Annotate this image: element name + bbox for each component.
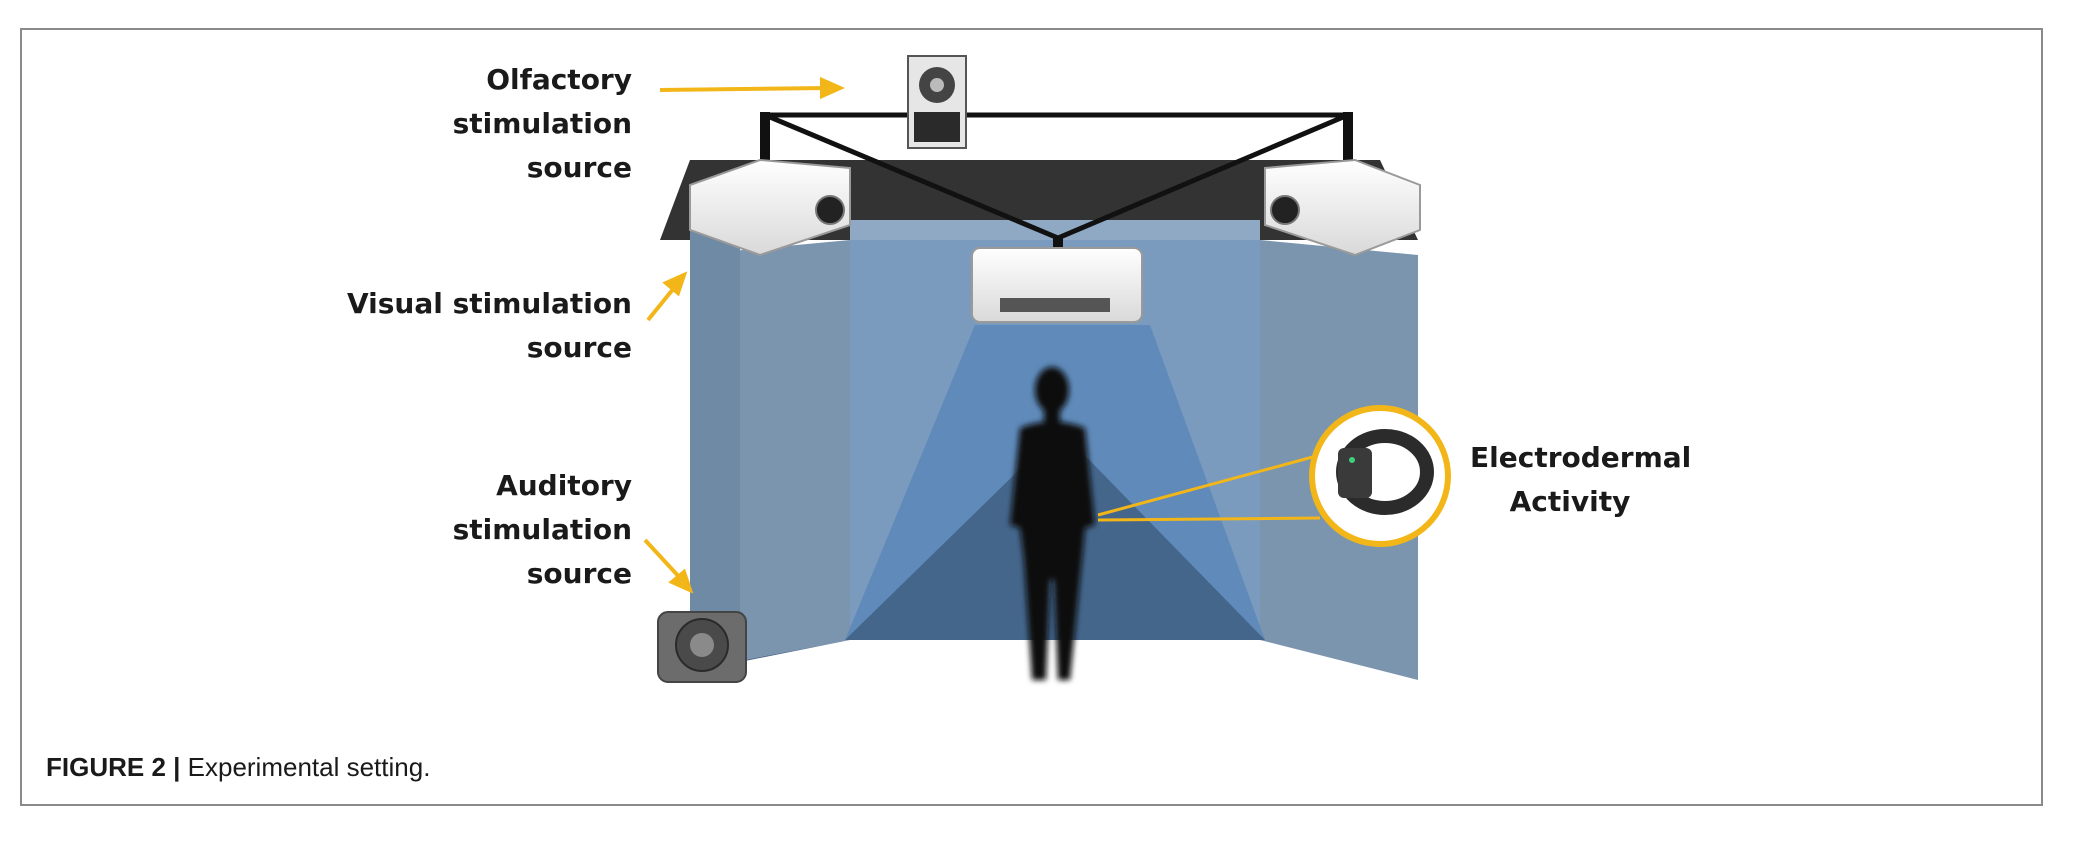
olfactory-label: Olfactory stimulation source	[430, 58, 632, 190]
olfactory-label-line-3: source	[526, 151, 632, 184]
olfactory-label-line-1: Olfactory	[486, 63, 632, 96]
olfactory-label-line-2: stimulation	[452, 107, 632, 140]
eda-label-line-1: Electrodermal	[1470, 441, 1692, 474]
eda-label-line-2: Activity	[1509, 485, 1631, 518]
visual-label: Visual stimulation source	[330, 282, 632, 370]
olfactory-arrow	[659, 86, 831, 92]
projector-icon	[689, 158, 851, 257]
olfactometer-icon	[907, 55, 967, 149]
auditory-label: Auditory stimulation source	[430, 464, 632, 596]
person-silhouette-icon	[1010, 367, 1095, 680]
visual-label-line-1: Visual stimulation	[346, 287, 632, 320]
figure-number: FIGURE 2 |	[46, 752, 181, 782]
figure-caption: FIGURE 2 | Experimental setting.	[46, 752, 430, 783]
auditory-label-line-1: Auditory	[496, 469, 632, 502]
label-arrows	[643, 76, 845, 594]
auditory-arrow	[643, 538, 684, 582]
auditory-label-line-2: stimulation	[452, 513, 632, 546]
projector-icon	[1264, 158, 1421, 257]
wristband-icon	[1309, 405, 1451, 547]
auditory-label-line-3: source	[526, 557, 632, 590]
visual-label-line-2: source	[526, 331, 632, 364]
eda-callout-lines	[1097, 453, 1321, 522]
figure-caption-text: Experimental setting.	[187, 752, 431, 782]
speaker-icon	[657, 611, 747, 683]
electrodermal-activity-label: Electrodermal Activity	[1470, 436, 1692, 524]
projector-icon	[971, 247, 1143, 323]
left-wall-side	[690, 228, 740, 670]
